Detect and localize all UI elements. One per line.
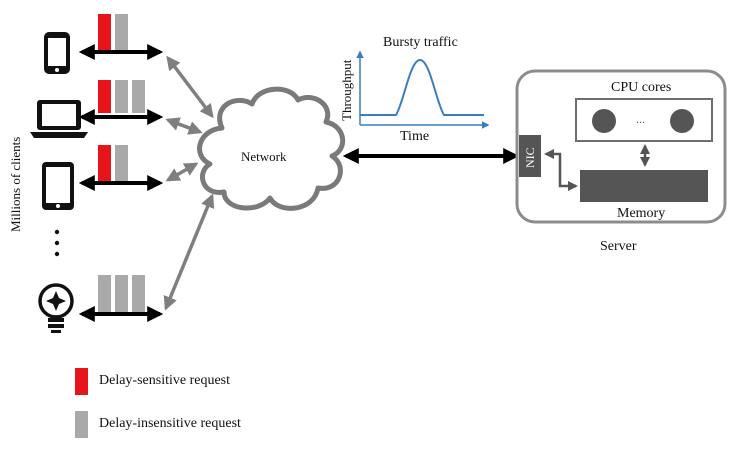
delay-sensitive-request-bar [98, 14, 111, 51]
client-2-network-arrow [165, 117, 203, 135]
delay-insensitive-request-bar [98, 275, 111, 312]
cpu-ellipsis-label: ... [636, 112, 645, 126]
nic-memory-arrow [544, 149, 578, 191]
delay-sensitive-request-bar [98, 145, 111, 182]
bursty-traffic-plot [356, 50, 490, 129]
throughput-curve [360, 58, 484, 116]
nic-box [519, 135, 541, 177]
client-1-network-arrow [166, 55, 214, 119]
memory-label: Memory [617, 206, 666, 221]
network-cloud-icon [197, 86, 345, 211]
nic-label: NIC [523, 147, 537, 168]
cpu-core-icon [670, 109, 694, 133]
tablet-icon [42, 162, 74, 210]
legend-label-sensitive: Delay-sensitive request [99, 373, 231, 388]
network-label: Network [241, 149, 287, 164]
delay-insensitive-request-bar [115, 145, 128, 182]
client-1-requests [98, 14, 128, 51]
memory-box [580, 170, 708, 202]
legend-swatch-sensitive [75, 368, 88, 395]
legend-swatch-insensitive [75, 411, 88, 438]
client-3-requests [98, 145, 128, 182]
more-devices-ellipsis [54, 229, 60, 257]
bursty-traffic-label: Bursty traffic [383, 35, 458, 50]
server-label: Server [600, 239, 637, 254]
client-3-network-arrow [165, 162, 199, 182]
cpu-core-icon [592, 109, 616, 133]
client-4-network-arrow [163, 193, 215, 311]
delay-sensitive-request-bar [98, 80, 111, 113]
smart-bulb-icon [38, 283, 74, 333]
delay-insensitive-request-bar [132, 80, 145, 113]
throughput-label: Throughput [339, 59, 354, 121]
delay-insensitive-request-bar [115, 275, 128, 312]
delay-insensitive-request-bar [132, 275, 145, 312]
delay-insensitive-request-bar [115, 80, 128, 113]
clients-side-label: Millions of clients [8, 136, 23, 232]
client-4-requests [98, 275, 145, 312]
delay-insensitive-request-bar [115, 14, 128, 51]
smartphone-icon [44, 32, 70, 74]
client-2-requests [98, 80, 145, 113]
legend-label-insensitive: Delay-insensitive request [99, 416, 241, 431]
cpu-cores-label: CPU cores [611, 80, 672, 95]
laptop-icon [30, 100, 88, 138]
time-label: Time [400, 129, 430, 144]
